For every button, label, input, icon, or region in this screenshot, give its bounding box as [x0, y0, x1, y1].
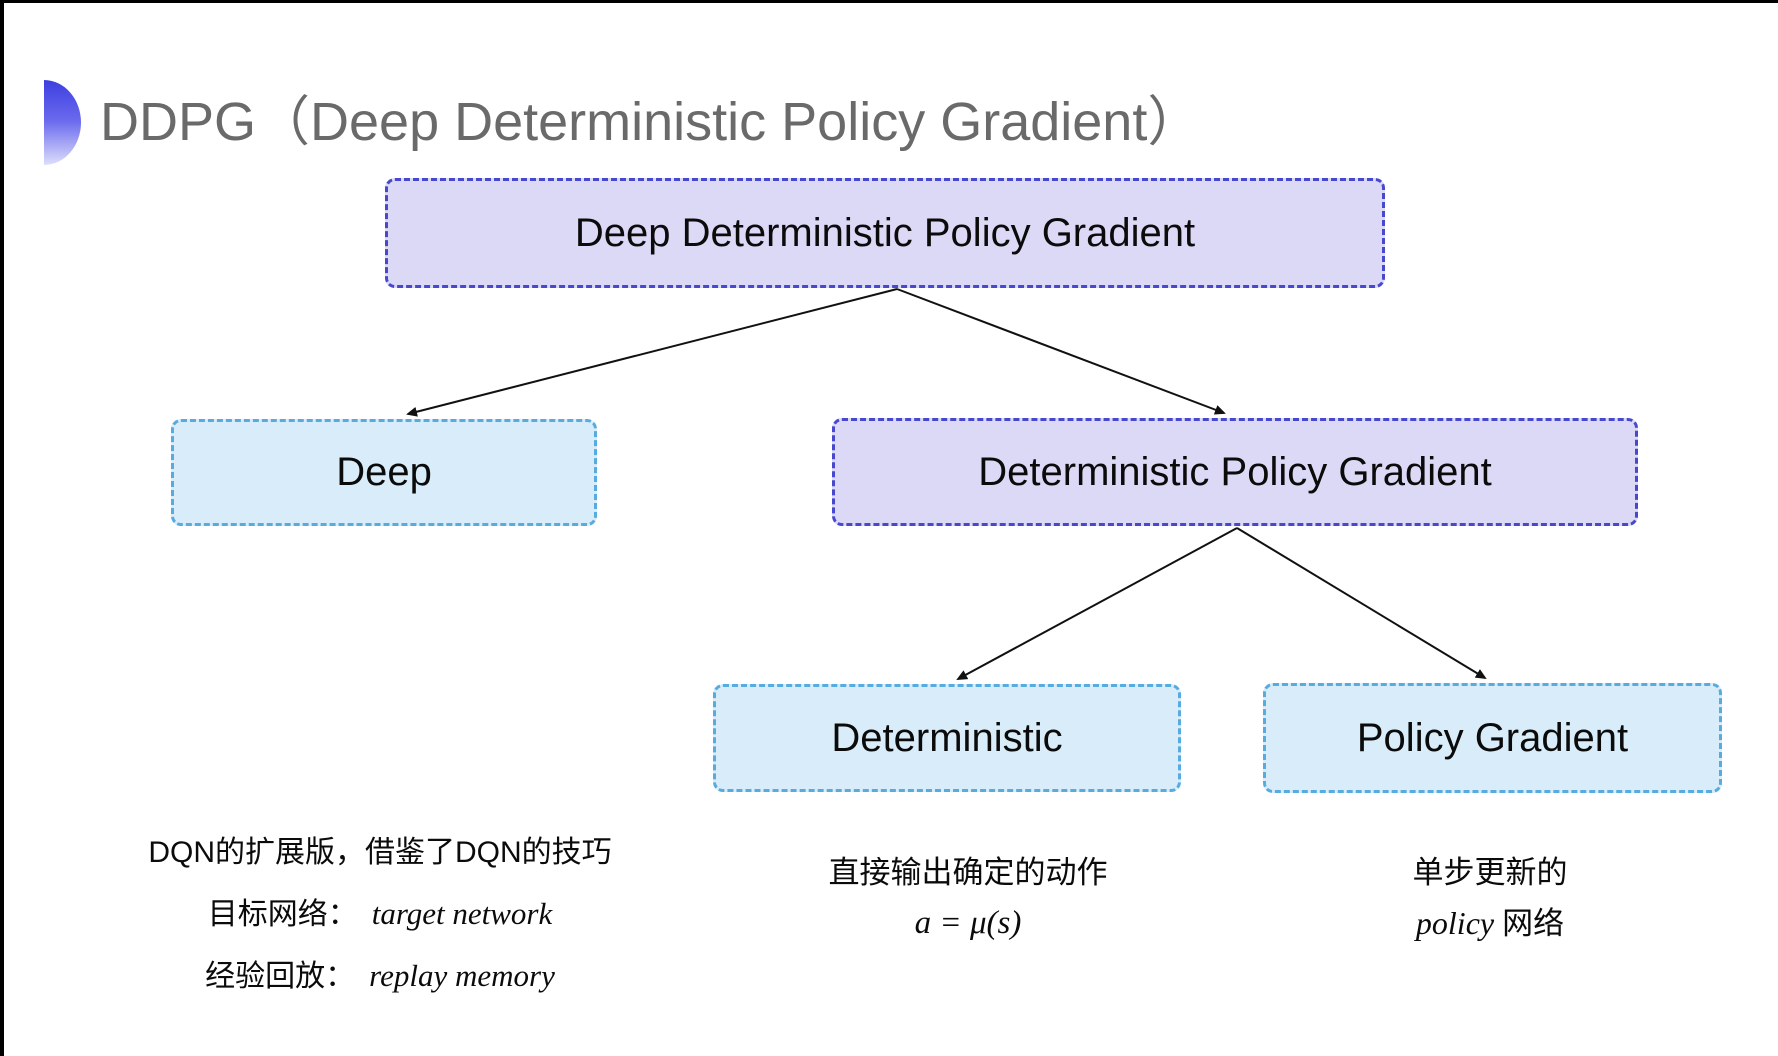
node-label: Policy Gradient: [1356, 715, 1629, 760]
node-deep: Deep: [171, 419, 597, 526]
note-formula: a = μ(s): [914, 905, 1022, 941]
note-line: 单步更新的: [1412, 855, 1568, 890]
node-deterministic-policy-gradient: Deterministic Policy Gradient: [832, 418, 1638, 526]
node-label: Deterministic Policy Gradient: [978, 449, 1492, 494]
note-deterministic-action: 直接输出确定的动作 a = μ(s): [788, 848, 1148, 948]
page-title: DDPG（Deep Deterministic Policy Gradient）: [100, 92, 1202, 152]
note-line: 经验回放：replay memory: [205, 958, 555, 993]
node-policy-gradient: Policy Gradient: [1263, 683, 1722, 793]
edge-root-deep: [406, 288, 898, 417]
title-bullet-icon: [44, 80, 81, 165]
node-label: Deep Deterministic Policy Gradient: [574, 210, 1196, 255]
node-deep-deterministic-policy-gradient: Deep Deterministic Policy Gradient: [385, 178, 1385, 288]
node-deterministic: Deterministic: [713, 684, 1181, 792]
note-line: 目标网络：target network: [207, 896, 553, 931]
edge-dpg-det: [956, 527, 1238, 680]
edge-dpg-pg: [1236, 527, 1487, 680]
node-label: Deterministic: [831, 715, 1063, 760]
note-line: DQN的扩展版，借鉴了DQN的技巧: [148, 836, 612, 869]
note-dqn-extension: DQN的扩展版，借鉴了DQN的技巧 目标网络：target network 经验…: [118, 822, 642, 1007]
edge-root-dpg: [896, 288, 1226, 415]
note-line: 直接输出确定的动作: [828, 855, 1108, 890]
screenshot-top-border: [0, 0, 1778, 3]
node-label: Deep: [336, 450, 432, 494]
screenshot-left-border: [0, 0, 4, 1056]
